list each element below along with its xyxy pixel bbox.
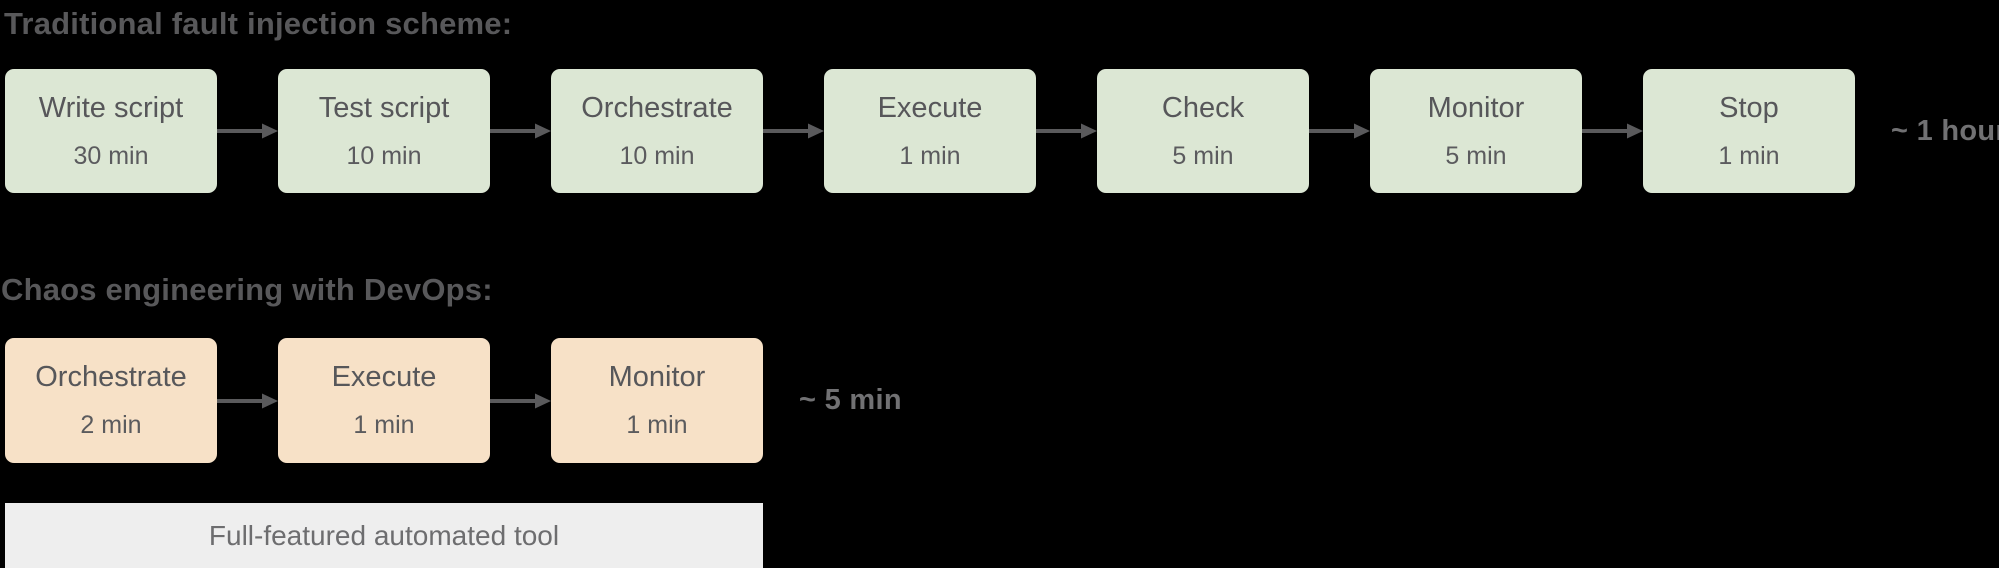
- step-duration: 30 min: [73, 141, 149, 170]
- step-duration: 5 min: [1445, 141, 1507, 170]
- step-duration: 1 min: [626, 411, 688, 439]
- step-label: Write script: [38, 91, 184, 124]
- flow-step: Execute 1 min: [278, 338, 490, 463]
- step-duration: 5 min: [1172, 141, 1234, 170]
- step-duration: 2 min: [80, 411, 142, 439]
- step-label: Monitor: [1427, 91, 1525, 124]
- traditional-flow-total: ~ 1 hour: [1891, 114, 1999, 147]
- flow-step: Orchestrate 10 min: [551, 69, 763, 193]
- automated-tool-label: Full-featured automated tool: [208, 519, 560, 551]
- arrow-right-icon: [490, 121, 551, 141]
- step-duration: 1 min: [353, 411, 415, 439]
- flow-step: Write script 30 min: [5, 69, 217, 193]
- arrow-right-icon: [490, 391, 551, 411]
- arrow-right-icon: [1309, 121, 1370, 141]
- step-label: Execute: [331, 361, 437, 393]
- step-label: Check: [1161, 91, 1245, 124]
- flow-step: Orchestrate 2 min: [5, 338, 217, 463]
- step-duration: 10 min: [619, 141, 695, 170]
- flow-step: Check 5 min: [1097, 69, 1309, 193]
- flow-step: Test script 10 min: [278, 69, 490, 193]
- step-duration: 1 min: [899, 141, 961, 170]
- arrow-right-icon: [217, 121, 278, 141]
- step-label: Execute: [877, 91, 983, 124]
- step-label: Stop: [1719, 91, 1779, 124]
- arrow-right-icon: [763, 121, 824, 141]
- step-label: Test script: [318, 91, 450, 124]
- flow-step: Monitor 5 min: [1370, 69, 1582, 193]
- chaos-flow-row: Orchestrate 2 min Execute 1 min Monitor …: [5, 338, 902, 463]
- chaos-flow-total: ~ 5 min: [799, 384, 902, 416]
- arrow-right-icon: [217, 391, 278, 411]
- automated-tool-box: Full-featured automated tool: [5, 503, 763, 568]
- flow-step: Stop 1 min: [1643, 69, 1855, 193]
- step-label: Orchestrate: [581, 91, 733, 124]
- arrow-right-icon: [1582, 121, 1643, 141]
- step-duration: 10 min: [346, 141, 422, 170]
- traditional-flow-heading: Traditional fault injection scheme:: [4, 6, 513, 41]
- flow-step: Monitor 1 min: [551, 338, 763, 463]
- step-label: Orchestrate: [35, 361, 187, 393]
- arrow-right-icon: [1036, 121, 1097, 141]
- step-label: Monitor: [608, 361, 706, 393]
- flow-step: Execute 1 min: [824, 69, 1036, 193]
- traditional-flow-row: Write script 30 min Test script 10 min O…: [5, 69, 1999, 193]
- step-duration: 1 min: [1718, 141, 1780, 170]
- chaos-flow-heading: Chaos engineering with DevOps:: [1, 272, 493, 307]
